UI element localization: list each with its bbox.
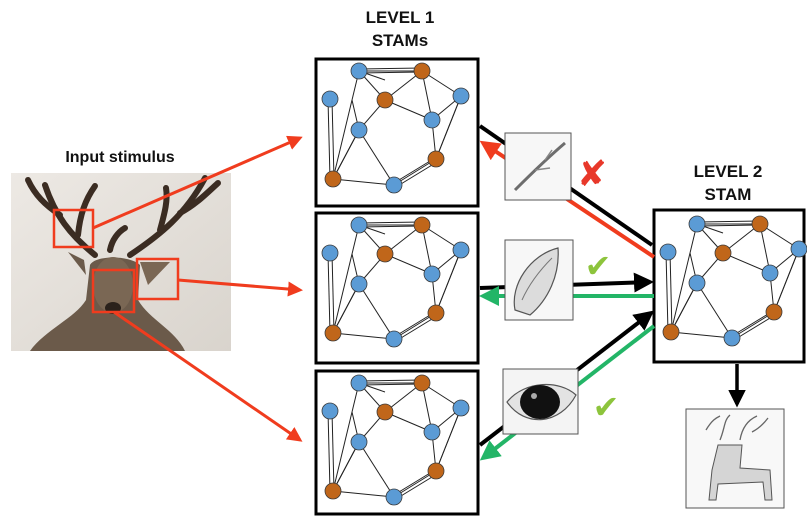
accept-check-icon-middle: ✔: [585, 247, 612, 285]
level1-stam-bottom: [314, 369, 480, 516]
eye-highlight-box: [91, 268, 136, 314]
feedforward-arrow-antler: [92, 135, 303, 230]
level1-stam-middle: [314, 211, 480, 365]
eye-sketch-icon: [502, 368, 579, 435]
level1-stam-top: [314, 57, 480, 208]
level2-stam: [652, 208, 807, 364]
reject-x-icon: ✘: [577, 154, 607, 195]
deer-photo: [11, 173, 231, 351]
level2-title-line2: STAM: [705, 185, 752, 204]
feedforward-arrow-eye: [113, 310, 303, 442]
level1-title-line1: LEVEL 1: [366, 8, 435, 27]
level1-title-line2: STAMs: [372, 31, 428, 50]
ear-sketch-icon: [504, 239, 574, 321]
antler-highlight-box: [52, 208, 95, 249]
feedforward-arrow-ear: [177, 278, 303, 297]
level2-title-line1: LEVEL 2: [694, 162, 763, 181]
twig-sketch-icon: [504, 132, 572, 201]
deer-sketch-icon: [685, 408, 785, 509]
ear-highlight-box: [135, 257, 180, 301]
accept-check-icon-bottom: ✔: [593, 388, 620, 426]
input-stimulus-label: Input stimulus: [65, 149, 174, 166]
